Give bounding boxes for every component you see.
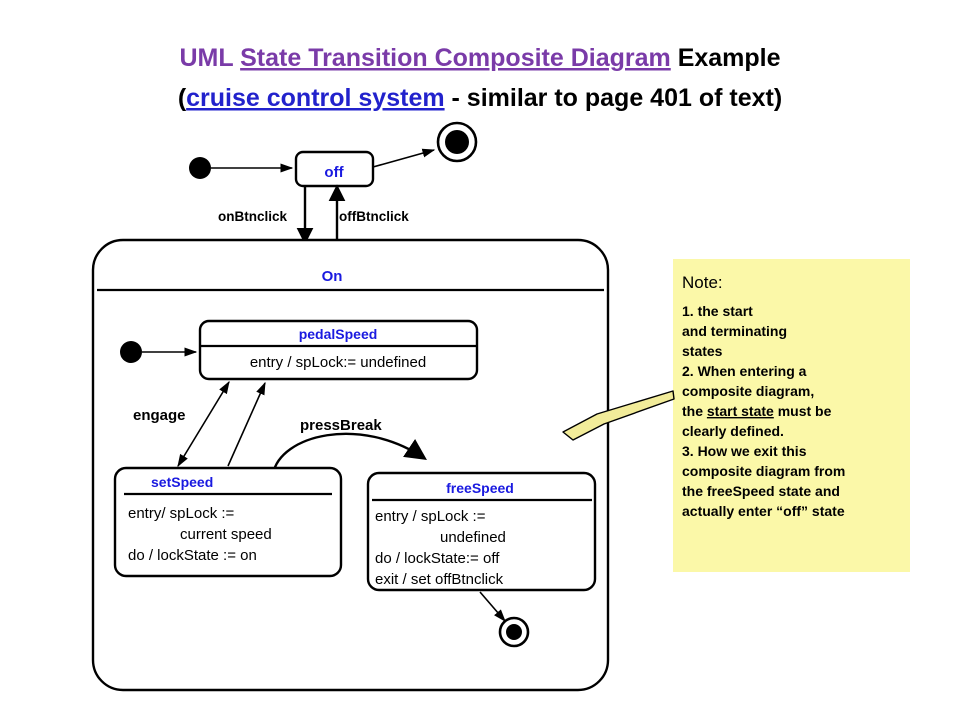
title-subject-suffix: - similar to page 401 of text) bbox=[445, 84, 783, 112]
state-freespeed-label: freeSpeed bbox=[446, 480, 514, 496]
note-line-7: clearly defined. bbox=[682, 423, 784, 439]
state-on-composite[interactable] bbox=[91, 238, 610, 692]
note-box bbox=[673, 259, 910, 572]
transition-label-pressbreak: pressBreak bbox=[300, 417, 382, 434]
page-title-line-1: UML State Transition Composite Diagram E… bbox=[179, 44, 780, 72]
note-line-6-suffix: must be bbox=[774, 403, 832, 419]
state-freespeed-exit: exit / set offBtnclick bbox=[375, 571, 504, 588]
note-line-2: and terminating bbox=[682, 323, 787, 339]
note-line-6: the start state must be bbox=[682, 403, 832, 419]
transition-engage bbox=[177, 380, 230, 468]
state-pedalspeed-entry: entry / spLock:= undefined bbox=[250, 354, 426, 371]
note-line-1: 1. the start bbox=[682, 303, 753, 319]
transition-pressbreak bbox=[271, 432, 427, 475]
title-uml: UML bbox=[179, 44, 240, 72]
note-line-8: 3. How we exit this bbox=[682, 443, 807, 459]
transition-freespeed-to-final bbox=[479, 591, 506, 622]
state-freespeed[interactable] bbox=[366, 471, 597, 592]
state-setspeed-entry-cont: current speed bbox=[180, 526, 272, 543]
inner-final-state-inner-icon bbox=[506, 624, 522, 640]
note-line-5: composite diagram, bbox=[682, 383, 814, 399]
state-on-label: On bbox=[322, 268, 343, 285]
state-pedalspeed-label: pedalSpeed bbox=[299, 326, 378, 342]
note-line-6-emphasis: start state bbox=[707, 403, 774, 419]
title-paren-open: ( bbox=[178, 84, 187, 112]
state-freespeed-entry: entry / spLock := bbox=[375, 508, 486, 525]
transition-setspeed-to-pedalspeed bbox=[227, 381, 266, 467]
transition-off-to-final bbox=[372, 148, 436, 168]
note-line-10: the freeSpeed state and bbox=[682, 483, 840, 499]
page-title-line-2: (cruise control system - similar to page… bbox=[178, 84, 782, 112]
transition-label-engage: engage bbox=[133, 407, 186, 424]
state-setspeed-entry: entry/ spLock := bbox=[128, 505, 235, 522]
note-line-4: 2. When entering a bbox=[682, 363, 807, 379]
title-example: Example bbox=[671, 44, 781, 72]
inner-initial-state-icon bbox=[120, 341, 142, 363]
transition-label-onbtnclick: onBtnclick bbox=[218, 209, 288, 224]
note-line-3: states bbox=[682, 343, 723, 359]
initial-state-icon bbox=[189, 157, 211, 179]
state-pedalspeed[interactable] bbox=[198, 319, 479, 381]
state-freespeed-do: do / lockState:= off bbox=[375, 550, 500, 567]
note-line-11: actually enter “off” state bbox=[682, 503, 845, 519]
note-line-6-prefix: the bbox=[682, 403, 707, 419]
title-subject-link: cruise control system bbox=[186, 84, 444, 112]
state-freespeed-entry-cont: undefined bbox=[440, 529, 506, 546]
state-off-label: off bbox=[324, 164, 344, 181]
final-state-inner-icon bbox=[445, 130, 469, 154]
note-pointer-arrow bbox=[562, 390, 675, 441]
transition-label-offbtnclick: offBtnclick bbox=[339, 209, 409, 224]
note-heading: Note: bbox=[682, 273, 723, 292]
state-setspeed-label: setSpeed bbox=[151, 474, 213, 490]
note-line-9: composite diagram from bbox=[682, 463, 845, 479]
title-topic: State Transition Composite Diagram bbox=[240, 44, 671, 72]
state-setspeed-do: do / lockState := on bbox=[128, 547, 257, 564]
